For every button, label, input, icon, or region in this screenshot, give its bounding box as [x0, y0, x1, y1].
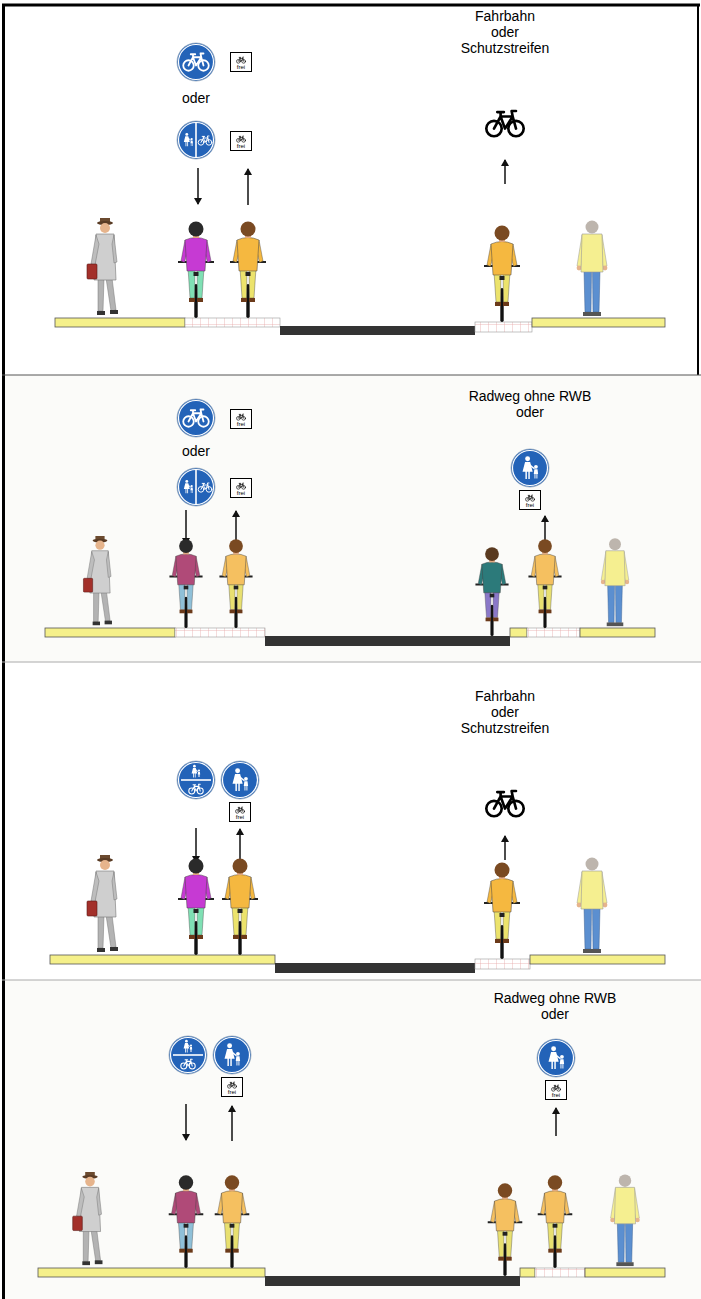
direction-arrow	[186, 510, 545, 545]
direction-arrow	[198, 160, 505, 205]
sign-caption: Fahrbahn oder Schutzstreifen	[461, 688, 550, 736]
bike-icon	[234, 412, 248, 421]
bike-icon	[549, 1083, 563, 1092]
street-section	[38, 1268, 665, 1286]
panel-frame	[2, 4, 701, 1299]
sign-caption: Radweg ohne RWB oder	[465, 388, 595, 420]
direction-arrow	[196, 828, 505, 863]
supplementary-sign: frei	[230, 478, 252, 498]
road-user	[73, 1172, 640, 1276]
traffic-sign	[177, 399, 549, 506]
street-section	[50, 955, 665, 973]
bike-icon	[234, 55, 248, 64]
sign-text: frei	[237, 143, 245, 149]
supplementary-sign: frei	[519, 490, 541, 510]
traffic-sign	[177, 43, 524, 159]
road-user	[87, 218, 607, 322]
road-user	[83, 536, 629, 636]
sign-text: frei	[552, 1092, 560, 1098]
sign-caption: oder	[182, 443, 210, 459]
supplementary-sign: frei	[230, 52, 252, 72]
direction-arrow	[186, 1104, 556, 1141]
sign-text: frei	[228, 1089, 236, 1095]
road-user	[87, 855, 607, 959]
sign-text: frei	[236, 814, 244, 820]
supplementary-sign: frei	[545, 1080, 567, 1100]
supplementary-sign: frei	[230, 131, 252, 151]
supplementary-sign: frei	[221, 1077, 243, 1097]
sign-text: frei	[526, 502, 534, 508]
sign-text: frei	[237, 490, 245, 496]
sign-text: frei	[237, 64, 245, 70]
supplementary-sign: frei	[230, 409, 252, 429]
bike-icon	[523, 493, 537, 502]
sign-caption: Fahrbahn oder Schutzstreifen	[461, 8, 550, 56]
street-section	[45, 628, 655, 646]
bike-icon	[233, 805, 247, 814]
bike-icon	[234, 134, 248, 143]
sign-caption: oder	[182, 90, 210, 106]
traffic-sign	[169, 1036, 575, 1077]
sign-text: frei	[237, 421, 245, 427]
supplementary-sign: frei	[229, 802, 251, 822]
sign-caption: Radweg ohne RWB oder	[490, 990, 620, 1022]
bike-icon	[225, 1080, 239, 1089]
bike-icon	[234, 481, 248, 490]
street-section	[55, 318, 665, 335]
